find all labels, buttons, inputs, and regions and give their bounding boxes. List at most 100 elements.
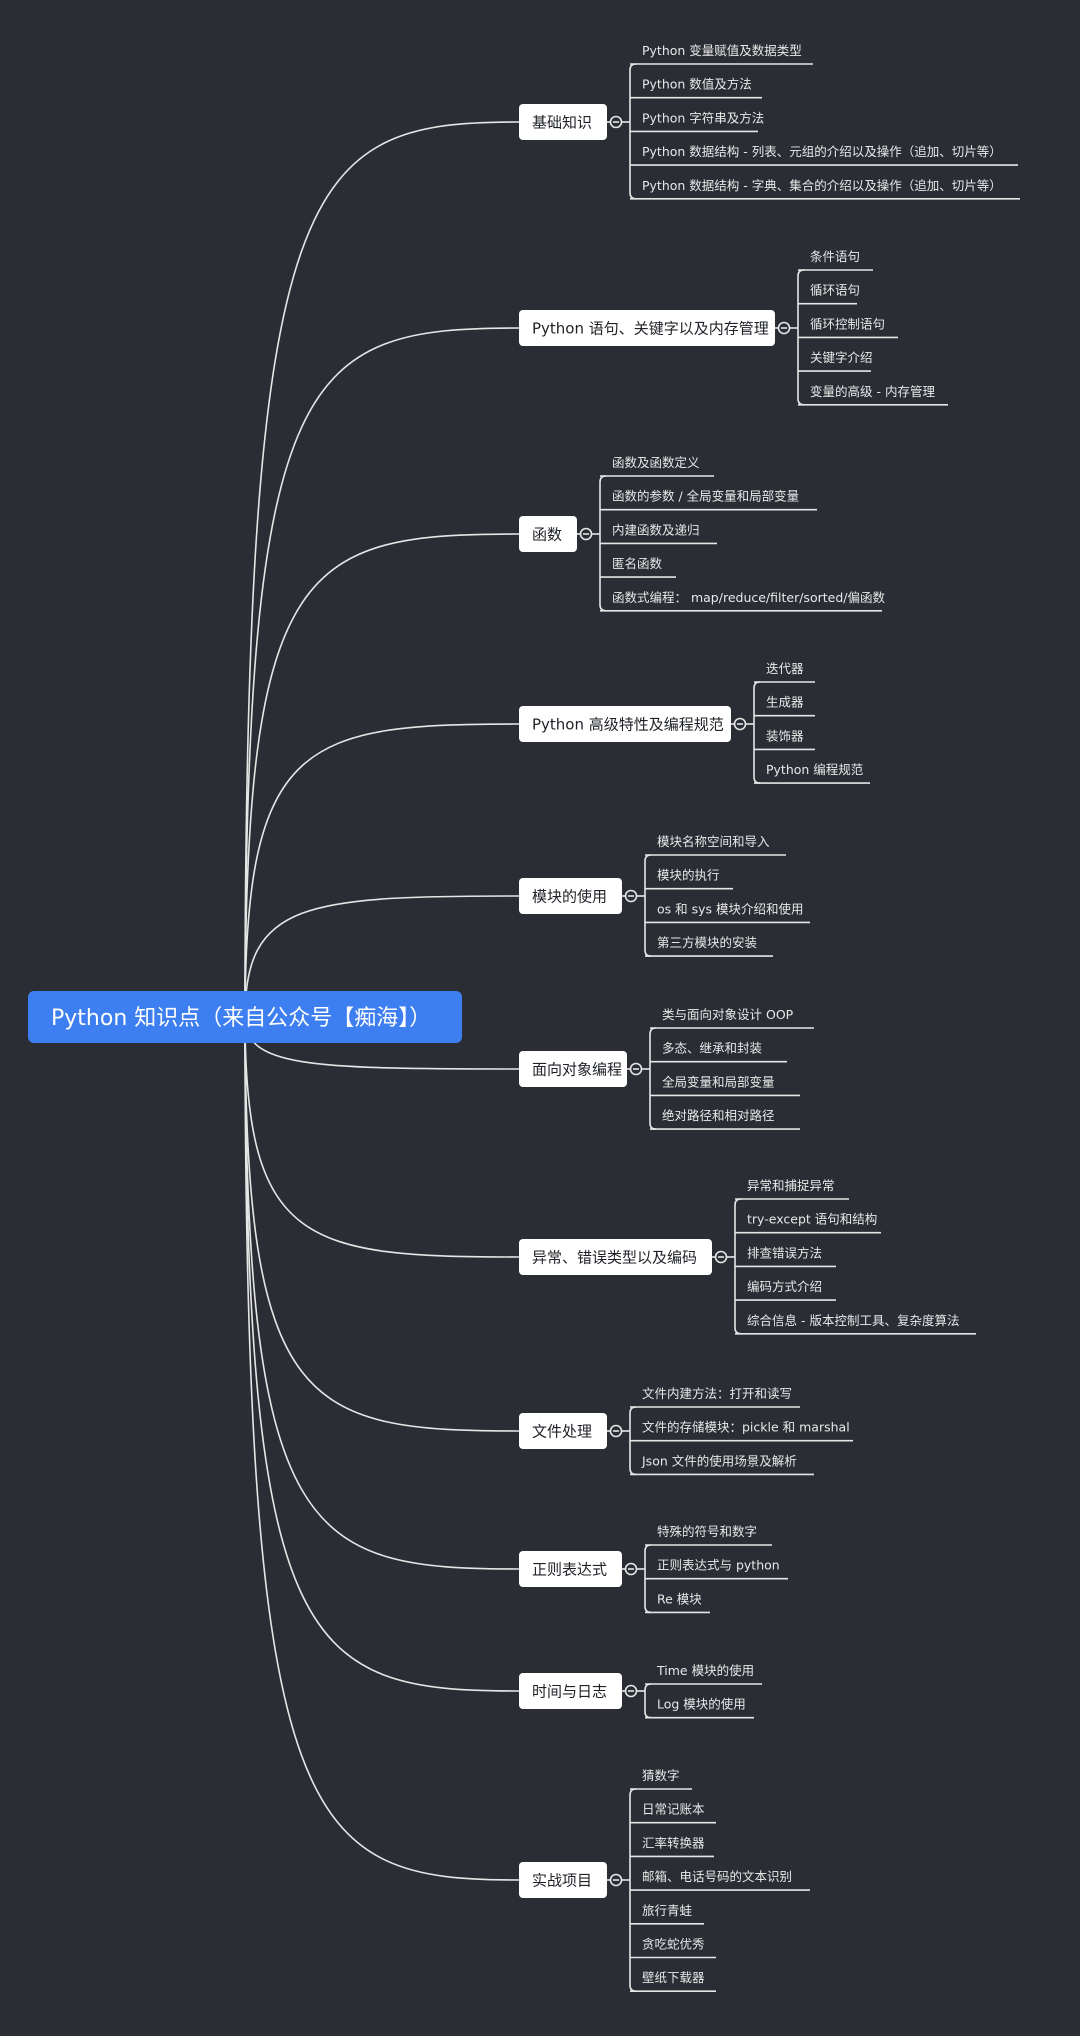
branch-node[interactable]: Python 语句、关键字以及内存管理 条件语句循环语句循环控制语句关键字介绍变量… [519, 249, 948, 406]
leaf-topic[interactable]: 日常记账本 [630, 1802, 716, 1824]
leaf-topic[interactable]: Python 变量赋值及数据类型 [630, 43, 813, 65]
leaf-topic[interactable]: 多态、继承和封装 [650, 1041, 787, 1063]
leaf-topic[interactable]: 全局变量和局部变量 [650, 1074, 800, 1097]
root-to-branch-line [244, 327, 520, 1018]
leaf-topic-label: 内建函数及递归 [612, 522, 700, 537]
leaf-topic-label: try-except 语句和结构 [747, 1212, 877, 1227]
leaf-topic-label: 循环控制语句 [810, 316, 885, 331]
leaf-topic-label: 旅行青蛙 [642, 1903, 693, 1918]
leaf-topic[interactable]: 绝对路径和相对路径 [650, 1108, 800, 1130]
leaf-topic[interactable]: 类与面向对象设计 OOP [650, 1007, 814, 1029]
leaf-topic-label: 正则表达式与 python [657, 1558, 780, 1573]
leaf-topic[interactable]: 贪吃蛇优秀 [630, 1937, 716, 1959]
leaf-topic[interactable]: 条件语句 [798, 249, 873, 271]
leaf-topic-label: Time 模块的使用 [656, 1663, 754, 1678]
leaf-topic[interactable]: Json 文件的使用场景及解析 [630, 1453, 814, 1476]
root-to-branch-line [244, 533, 520, 1018]
leaf-topic[interactable]: 第三方模块的安装 [645, 935, 773, 957]
leaf-topic[interactable]: 装饰器 [754, 728, 815, 751]
leaf-topic-label: 循环语句 [810, 283, 860, 298]
branch-node-label: 异常、错误类型以及编码 [532, 1249, 697, 1267]
leaf-topic[interactable]: 关键字介绍 [798, 350, 873, 372]
leaf-topic-label: Python 字符串及方法 [642, 110, 764, 125]
leaf-topic-label: 变量的高级 - 内存管理 [810, 384, 935, 399]
leaf-topic-label: 日常记账本 [642, 1802, 705, 1817]
leaf-topic-label: 关键字介绍 [810, 350, 873, 365]
leaf-topic-label: Python 数据结构 - 字典、集合的介绍以及操作（追加、切片等） [642, 178, 1002, 193]
branch-node-box [519, 310, 775, 346]
leaf-topic[interactable]: 迭代器 [754, 661, 815, 683]
leaf-topic[interactable]: 函数及函数定义 [600, 455, 714, 477]
branch-node-label: Python 高级特性及编程规范 [532, 716, 724, 734]
leaf-topic-label: 函数及函数定义 [612, 455, 700, 470]
branch-node[interactable]: 实战项目猜数字日常记账本汇率转换器邮箱、电话号码的文本识别旅行青蛙贪吃蛇优秀壁纸… [519, 1768, 810, 1992]
leaf-topic[interactable]: Python 编程规范 [754, 762, 870, 784]
leaf-topic-label: 编码方式介绍 [747, 1279, 822, 1294]
leaf-topic-label: Log 模块的使用 [657, 1697, 746, 1712]
leaf-topic[interactable]: 排查错误方法 [735, 1245, 836, 1268]
leaf-topic-label: 第三方模块的安装 [657, 935, 757, 950]
leaf-topic-label: 迭代器 [766, 661, 804, 676]
leaf-topic[interactable]: 猜数字 [630, 1768, 692, 1790]
leaf-topic-label: 类与面向对象设计 OOP [662, 1007, 794, 1022]
children-bracket [649, 1027, 657, 1130]
root-to-branch-line [244, 121, 520, 1018]
leaf-topic-label: os 和 sys 模块介绍和使用 [657, 901, 804, 916]
branch-node-box [519, 1051, 627, 1087]
leaf-topic[interactable]: Re 模块 [645, 1591, 710, 1614]
leaf-topic[interactable]: Python 数值及方法 [630, 77, 762, 99]
leaf-topic[interactable]: 循环语句 [798, 283, 860, 305]
leaf-topic[interactable]: 壁纸下载器 [630, 1970, 716, 1992]
leaf-topic-label: 排查错误方法 [747, 1245, 822, 1260]
leaf-topic[interactable]: 变量的高级 - 内存管理 [798, 384, 948, 406]
leaf-topic[interactable]: 异常和捕捉异常 [735, 1178, 849, 1200]
leaf-topic[interactable]: Python 数据结构 - 列表、元组的介绍以及操作（追加、切片等） [630, 144, 1018, 166]
root-node[interactable]: Python 知识点（来自公众号【痴海】） [28, 991, 462, 1043]
leaf-topic[interactable]: 模块名称空间和导入 [645, 834, 786, 856]
leaf-topic-label: 汇率转换器 [642, 1835, 705, 1850]
leaf-topic[interactable]: Python 数据结构 - 字典、集合的介绍以及操作（追加、切片等） [630, 178, 1020, 200]
branch-node[interactable]: 异常、错误类型以及编码 异常和捕捉异常 try-except 语句和结构排查错误方法… [519, 1178, 976, 1335]
branch-node-label: 正则表达式 [532, 1561, 607, 1579]
leaf-topic[interactable]: Python 字符串及方法 [630, 110, 764, 133]
branch-node-box [519, 1239, 712, 1275]
leaf-topic[interactable]: Time 模块的使用 [645, 1663, 762, 1685]
leaf-topic[interactable]: 文件的存储模块：pickle 和 marshal [630, 1420, 853, 1442]
leaf-topic[interactable]: 汇率转换器 [630, 1835, 714, 1858]
leaf-topic[interactable]: try-except 语句和结构 [735, 1212, 881, 1234]
root-to-branch-line [244, 895, 520, 1018]
leaf-topic-label: 猜数字 [642, 1768, 680, 1783]
leaf-topic[interactable]: 函数的参数 / 全局变量和局部变量 [600, 489, 817, 511]
leaf-topic[interactable]: 模块的执行 [645, 868, 733, 890]
leaf-topic[interactable]: os 和 sys 模块介绍和使用 [645, 901, 810, 924]
branch-node-label: Python 语句、关键字以及内存管理 [532, 320, 769, 338]
leaf-topic-label: 生成器 [766, 695, 804, 710]
leaf-topic[interactable]: 编码方式介绍 [735, 1279, 836, 1301]
leaf-topic[interactable]: 循环控制语句 [798, 316, 898, 339]
leaf-topic[interactable]: 正则表达式与 python [645, 1558, 788, 1580]
leaf-topic[interactable]: 生成器 [754, 695, 815, 717]
leaf-topic[interactable]: 旅行青蛙 [630, 1903, 704, 1925]
leaf-topic[interactable]: 特殊的符号和数字 [645, 1524, 772, 1546]
leaf-topic[interactable]: 邮箱、电话号码的文本识别 [630, 1869, 810, 1891]
leaf-topic[interactable]: 文件内建方法：打开和读写 [630, 1386, 800, 1408]
leaf-topic-label: 文件内建方法：打开和读写 [642, 1386, 792, 1401]
leaf-topic[interactable]: 综合信息 - 版本控制工具、复杂度算法 [735, 1313, 976, 1335]
leaf-topic[interactable]: 内建函数及递归 [600, 522, 717, 545]
root-to-branch-line [244, 1016, 520, 1692]
branch-node-box [519, 706, 731, 742]
leaf-topic[interactable]: 函数式编程： map/reduce/filter/sorted/偏函数 [600, 590, 885, 612]
leaf-topic[interactable]: Log 模块的使用 [645, 1697, 754, 1719]
branch-node-box [519, 878, 622, 914]
branch-node-label: 函数 [532, 526, 562, 544]
leaf-topic[interactable]: 匿名函数 [600, 556, 676, 578]
